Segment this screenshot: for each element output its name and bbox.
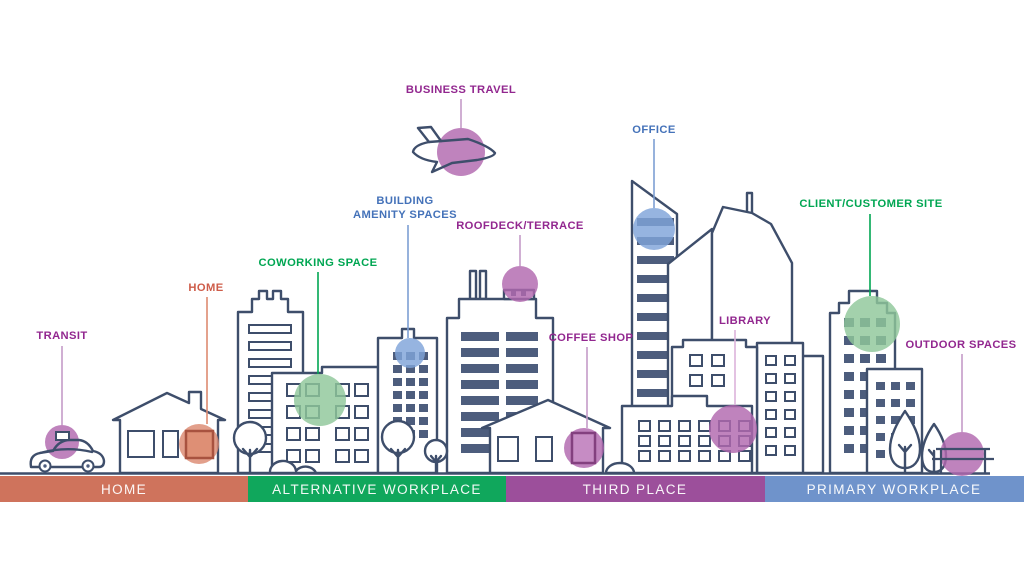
- office-marker-circle: [633, 208, 675, 250]
- label-building-amenity-line1: BUILDING: [376, 195, 433, 207]
- amenity-tower-windows: [393, 352, 428, 438]
- label-office: OFFICE: [632, 124, 676, 136]
- bush-right: [604, 461, 636, 475]
- zone-primary-workplace: [765, 476, 1024, 502]
- home-door: [184, 429, 215, 460]
- zone-third-place: [506, 476, 765, 502]
- label-home: HOME: [188, 282, 223, 294]
- label-roofdeck-terrace: ROOFDECK/TERRACE: [456, 220, 584, 232]
- round-tree-2: [380, 419, 416, 455]
- zone-alternative-workplace: [248, 476, 506, 502]
- bush-left: [268, 459, 318, 475]
- label-building-amenity-line2: AMENITY SPACES: [353, 209, 457, 221]
- label-coworking-space: COWORKING SPACE: [259, 257, 378, 269]
- pointed-tree-1-trunk: [897, 443, 913, 475]
- label-library: LIBRARY: [719, 315, 771, 327]
- zone-home-label: HOME: [101, 482, 147, 497]
- front-right-windows: [876, 382, 915, 458]
- scenery: [232, 409, 948, 475]
- round-tree-3-trunk: [429, 454, 443, 475]
- round-tree-2-trunk: [389, 447, 407, 475]
- pointed-tree-2-trunk: [927, 448, 936, 475]
- library-back-windows: [689, 354, 725, 387]
- label-coffee-shop: COFFEE SHOP: [549, 332, 634, 344]
- label-client-customer-site: CLIENT/CUSTOMER SITE: [799, 198, 942, 210]
- zone-home: [0, 476, 248, 502]
- library-marker-circle: [709, 405, 757, 453]
- highlight-markers: [29, 125, 994, 476]
- coffee-shop-door: [570, 431, 597, 465]
- right-of-library-windows: [765, 355, 796, 456]
- zone-bar: HOME ALTERNATIVE WORKPLACE THIRD PLACE P…: [0, 476, 1024, 502]
- taxi-car-icon: [29, 431, 106, 473]
- office-tower-stripes: [637, 218, 674, 397]
- coffee-shop-windows: [497, 436, 553, 462]
- outdoor-marker-circle: [940, 432, 984, 476]
- bench-icon: [932, 447, 994, 473]
- leader-lines: [61, 99, 963, 432]
- airplane-icon: [411, 125, 497, 174]
- zone-third-place-label: THIRD PLACE: [583, 482, 688, 497]
- roofdeck-marker-circle: [502, 266, 538, 302]
- coworking-marker-circle: [294, 374, 346, 426]
- client-marker-circle: [844, 296, 900, 352]
- location-labels: TRANSIT HOME COWORKING SPACE BUILDING AM…: [36, 84, 1016, 351]
- label-business-travel: BUSINESS TRAVEL: [406, 84, 516, 96]
- amenity-marker-circle: [395, 338, 425, 368]
- roofdeck-tower-antenna: [468, 269, 488, 301]
- business-travel-marker-circle: [437, 128, 485, 176]
- label-outdoor-spaces: OUTDOOR SPACES: [905, 339, 1016, 351]
- house-windows: [127, 430, 179, 458]
- right-of-library-building: [755, 341, 805, 475]
- zone-alternative-workplace-label: ALTERNATIVE WORKPLACE: [272, 482, 482, 497]
- zone-primary-workplace-label: PRIMARY WORKPLACE: [807, 482, 982, 497]
- round-tree-1-trunk: [241, 447, 259, 475]
- label-transit: TRANSIT: [36, 330, 87, 342]
